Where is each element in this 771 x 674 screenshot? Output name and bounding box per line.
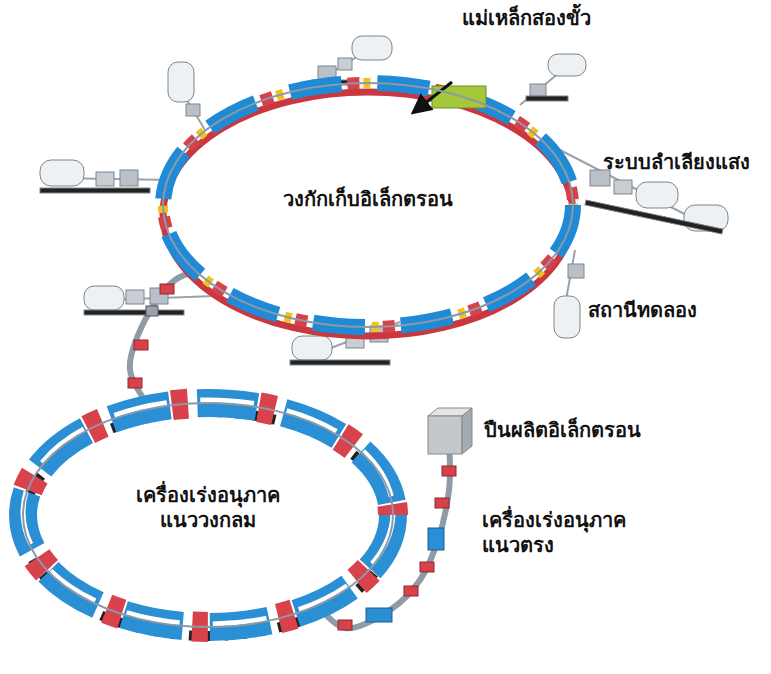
station-cylinder bbox=[84, 286, 124, 310]
beamline-pipe bbox=[105, 296, 215, 300]
station-box bbox=[186, 104, 200, 116]
station-cylinder bbox=[684, 205, 728, 231]
ring-girder bbox=[163, 92, 573, 336]
part-label: แม่เหล็กสองขั้ว bbox=[462, 6, 591, 31]
magnet-stripe bbox=[23, 400, 393, 624]
accelerator-ring: เครื่องเร่งอนุภาค แนววงกลม bbox=[23, 403, 393, 627]
dipole-magnet bbox=[163, 83, 573, 327]
experimental-stations bbox=[40, 36, 728, 365]
electron-gun: ปืนผลิตอิเล็กตรอน bbox=[428, 408, 472, 454]
beamlines bbox=[55, 55, 700, 352]
station-cylinder bbox=[636, 182, 678, 208]
station-stand bbox=[526, 96, 568, 101]
station-box bbox=[530, 84, 546, 96]
sextupole-magnet bbox=[163, 83, 573, 327]
station-stand bbox=[84, 310, 184, 315]
station-cylinder bbox=[554, 296, 580, 338]
transfer-component bbox=[146, 306, 158, 316]
gun-shape bbox=[428, 408, 472, 454]
gun-side bbox=[462, 408, 472, 454]
station-cylinder bbox=[548, 54, 586, 76]
booster-ring-magnets bbox=[23, 400, 393, 636]
gun-front bbox=[428, 416, 462, 454]
node-label: ปืนผลิตอิเล็กตรอน bbox=[484, 418, 641, 443]
station-cylinder bbox=[292, 336, 332, 360]
edge-label: เครื่องเร่งอนุภาค แนวตรง bbox=[482, 508, 647, 558]
linac-magnet bbox=[435, 498, 449, 508]
station-box bbox=[346, 334, 364, 348]
linac-magnet bbox=[338, 620, 352, 630]
part-label: ระบบลำเลียงแสง bbox=[603, 150, 750, 175]
station-box bbox=[338, 58, 352, 70]
beamline-pipe bbox=[520, 72, 560, 105]
accelerator-ring: วงกักเก็บอิเล็กตรอน bbox=[163, 83, 573, 327]
station-box bbox=[568, 264, 584, 278]
station-box bbox=[120, 170, 138, 186]
transfer-line-components bbox=[128, 284, 174, 388]
ring-stand bbox=[23, 412, 393, 636]
station-cylinder bbox=[352, 36, 392, 60]
beamline-pipe bbox=[182, 92, 205, 130]
linac-magnet bbox=[420, 562, 434, 572]
station-cylinder bbox=[40, 160, 84, 186]
beamline-pipe bbox=[566, 250, 575, 300]
beam-pipe bbox=[163, 83, 573, 327]
transfer-magnet bbox=[128, 378, 142, 388]
transfer-magnet bbox=[160, 284, 174, 294]
linac-magnet bbox=[404, 586, 418, 596]
station-box bbox=[150, 288, 168, 304]
transfer-magnet bbox=[134, 340, 148, 350]
node-label: วงกักเก็บอิเล็กตรอน bbox=[163, 187, 573, 212]
station-stand bbox=[585, 200, 723, 234]
beamline-pipe bbox=[300, 55, 360, 92]
station-box bbox=[370, 326, 388, 342]
station-box bbox=[318, 66, 336, 80]
station-stand bbox=[290, 360, 390, 365]
station-box bbox=[96, 172, 114, 186]
accelerating-structure bbox=[366, 608, 392, 622]
part-label: สถานีทดลอง bbox=[588, 298, 697, 323]
beamline-pipe bbox=[55, 178, 172, 180]
insertion-device bbox=[432, 86, 486, 108]
beam-pipe bbox=[23, 403, 393, 627]
dipole-magnet bbox=[23, 403, 393, 627]
station-box bbox=[126, 290, 144, 304]
node-label: เครื่องเร่งอนุภาค แนววงกลม bbox=[118, 483, 298, 533]
quadrupole-magnet bbox=[163, 83, 573, 327]
storage-ring-magnets bbox=[163, 83, 573, 336]
accelerating-structure bbox=[428, 528, 444, 550]
station-cylinder bbox=[168, 62, 194, 102]
quadrupole-magnet bbox=[23, 403, 393, 627]
station-box bbox=[614, 180, 632, 194]
linac-components bbox=[338, 466, 456, 630]
beam-transport-line bbox=[130, 272, 197, 409]
station-stand bbox=[40, 188, 150, 193]
linac-magnet bbox=[442, 466, 456, 476]
